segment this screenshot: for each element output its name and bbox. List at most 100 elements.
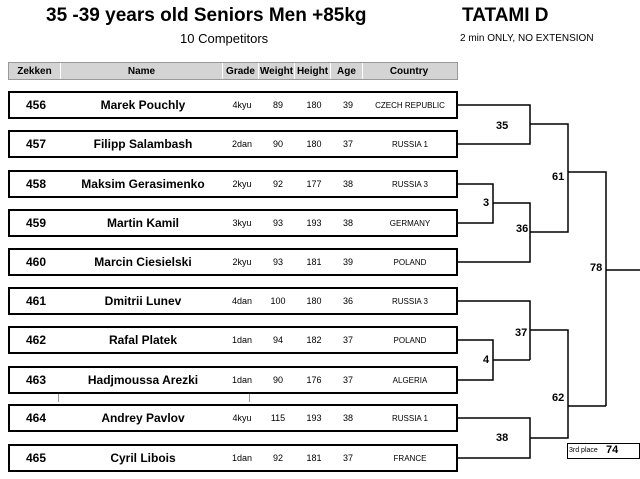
height: 180 [306,100,322,110]
grade: 2dan [231,139,253,149]
third-place-label: 3rd place [569,447,598,454]
grade: 4kyu [232,100,252,110]
competitor-name: Martin Kamil [106,216,179,230]
match-number-74: 74 [606,444,619,456]
grade: 4dan [231,296,253,306]
competitor-name: Dmitrii Lunev [104,294,182,308]
height: 182 [306,335,322,345]
age: 38 [342,413,353,423]
weight: 92 [272,453,283,463]
zekken: 461 [25,294,47,308]
age: 37 [342,335,353,345]
competitor-row: 462 Rafal Platek 1dan 94 182 37 POLAND [8,326,458,354]
age: 37 [342,375,353,385]
competitor-name: Filipp Salambash [93,137,193,151]
col-header-zekken: Zekken [9,63,61,79]
zekken: 464 [25,411,47,425]
country: RUSSIA 3 [391,296,428,306]
age: 38 [342,218,353,228]
weight: 90 [272,139,283,149]
country: RUSSIA 3 [391,179,428,189]
weight: 94 [272,335,283,345]
grade: 3kyu [232,218,252,228]
zekken: 465 [25,451,47,465]
country: POLAND [393,335,427,345]
zekken: 462 [25,333,47,347]
competitor-row: 460 Marcin Ciesielski 2kyu 93 181 39 POL… [8,248,458,276]
competitor-name: Marcin Ciesielski [94,255,192,269]
match-number-62: 62 [552,392,565,404]
grade: 1dan [231,453,253,463]
match-number-36: 36 [516,223,529,235]
col-header-height: Height [295,63,331,79]
match-number-4: 4 [483,354,490,366]
col-header-weight: Weight [259,63,295,79]
col-header-country: Country [389,65,429,77]
col-header-name: Name [61,63,223,79]
competitor-count: 10 Competitors [180,31,269,46]
competitor-name: Cyril Libois [110,451,176,465]
match-number-37: 37 [515,327,528,339]
zekken: 463 [25,373,47,387]
row-connector [58,394,250,402]
competitor-name: Maksim Gerasimenko [81,177,205,191]
weight: 89 [272,100,283,110]
competitor-name: Rafal Platek [108,333,178,347]
tatami-label: TATAMI D [462,5,549,26]
height: 177 [306,179,322,189]
zekken: 457 [25,137,47,151]
height: 181 [306,257,322,267]
match-number-38: 38 [496,432,509,444]
competitor-name: Marek Pouchly [100,98,186,112]
height: 193 [306,413,322,423]
weight: 92 [272,179,283,189]
age: 39 [342,100,353,110]
weight: 115 [270,413,286,423]
weight: 93 [272,218,283,228]
height: 193 [306,218,322,228]
grade: 4kyu [232,413,252,423]
country: CZECH REPUBLIC [375,100,445,110]
weight: 100 [270,296,286,306]
match-number-3: 3 [483,197,490,209]
country: GERMANY [389,218,431,228]
competitor-row: 456 Marek Pouchly 4kyu 89 180 39 CZECH R… [8,91,458,119]
grade: 1dan [231,335,253,345]
competitor-name: Andrey Pavlov [101,411,185,425]
competitor-row: 463 Hadjmoussa Arezki 1dan 90 176 37 ALG… [8,366,458,394]
match-number-78: 78 [590,262,603,274]
country: FRANCE [393,453,427,463]
competitor-row: 457 Filipp Salambash 2dan 90 180 37 RUSS… [8,130,458,158]
grade: 1dan [231,375,253,385]
match-rule: 2 min ONLY, NO EXTENSION [460,33,594,44]
age: 36 [342,296,353,306]
age: 37 [342,139,353,149]
height: 180 [306,139,322,149]
weight: 90 [272,375,283,385]
competitor-row: 459 Martin Kamil 3kyu 93 193 38 GERMANY [8,209,458,237]
zekken: 459 [25,216,47,230]
age: 37 [342,453,353,463]
match-number-35: 35 [496,120,509,132]
zekken: 460 [25,255,47,269]
competitor-name: Hadjmoussa Arezki [87,373,199,387]
zekken: 458 [25,177,47,191]
country: ALGERIA [392,375,428,385]
col-header-grade: Grade [223,63,259,79]
zekken: 456 [25,98,47,112]
competitor-row: 464 Andrey Pavlov 4kyu 115 193 38 RUSSIA… [8,404,458,432]
height: 180 [306,296,322,306]
competitor-row: 461 Dmitrii Lunev 4dan 100 180 36 RUSSIA… [8,287,458,315]
country: POLAND [393,257,427,267]
col-header-age: Age [331,63,363,79]
grade: 2kyu [232,257,252,267]
competitor-row: 458 Maksim Gerasimenko 2kyu 92 177 38 RU… [8,170,458,198]
competitor-row: 465 Cyril Libois 1dan 92 181 37 FRANCE [8,444,458,472]
weight: 93 [272,257,283,267]
table-header: Zekken Name Grade Weight Height Age Coun… [8,62,458,80]
age: 38 [342,179,353,189]
height: 176 [306,375,322,385]
country: RUSSIA 1 [391,139,428,149]
match-number-61: 61 [552,171,565,183]
